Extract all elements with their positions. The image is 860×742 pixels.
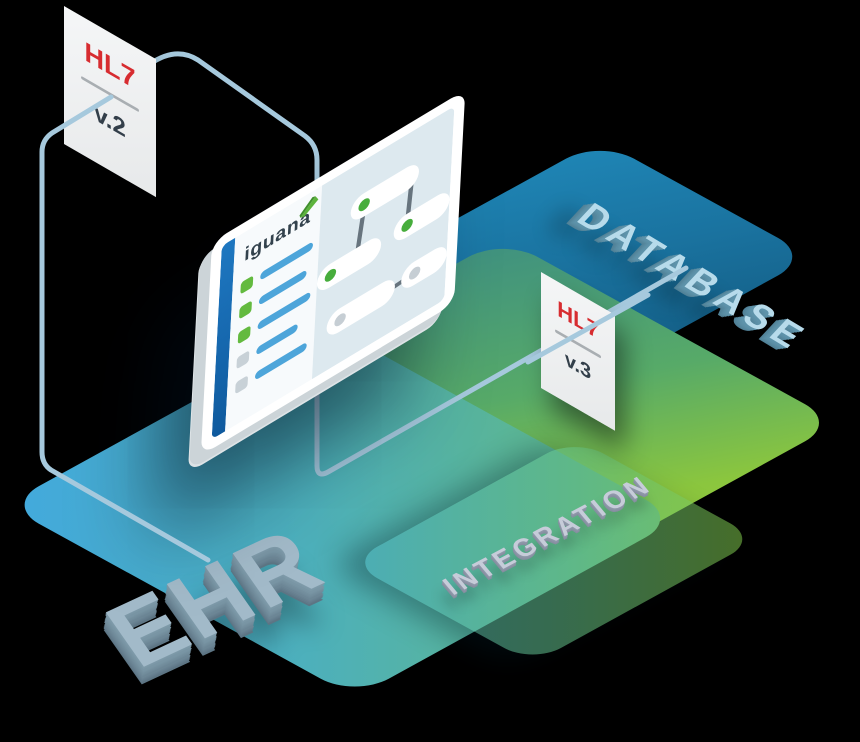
menu-check-icon	[235, 375, 249, 395]
workflow-node-pill	[401, 247, 447, 288]
hl7-v2-card: HL7 v.2	[64, 6, 156, 198]
panel-menu: iguana	[225, 185, 323, 432]
menu-check-icon	[237, 325, 251, 345]
workflow-node-status-dot	[324, 268, 337, 282]
workflow-node-status-dot	[334, 313, 346, 327]
iguana-leaf-icon	[299, 196, 319, 218]
hl7-logo: HL7	[84, 35, 136, 96]
connector-v2-to-panel	[147, 51, 320, 205]
iguana-logo: iguana	[244, 196, 319, 267]
menu-check-icon	[236, 350, 250, 370]
workflow-node-status-dot	[408, 266, 421, 280]
workflow-node-pill	[316, 238, 382, 291]
workflow-canvas	[316, 165, 450, 335]
menu-check-icon	[238, 300, 253, 320]
hl7-version-label: v.2	[94, 98, 126, 144]
workflow-node-pill	[393, 193, 450, 241]
panel-screen: iguana	[211, 105, 455, 440]
workflow-node-status-dot	[401, 218, 413, 232]
menu-check-icon	[240, 275, 254, 295]
hl7-version-label: v.3	[564, 347, 592, 385]
iguana-dashboard-panel: iguana	[200, 89, 466, 456]
workflow-node-status-dot	[358, 198, 370, 212]
hl7-logo: HL7	[557, 295, 599, 345]
workflow-diagram	[311, 105, 455, 380]
workflow-node-pill	[326, 280, 395, 335]
